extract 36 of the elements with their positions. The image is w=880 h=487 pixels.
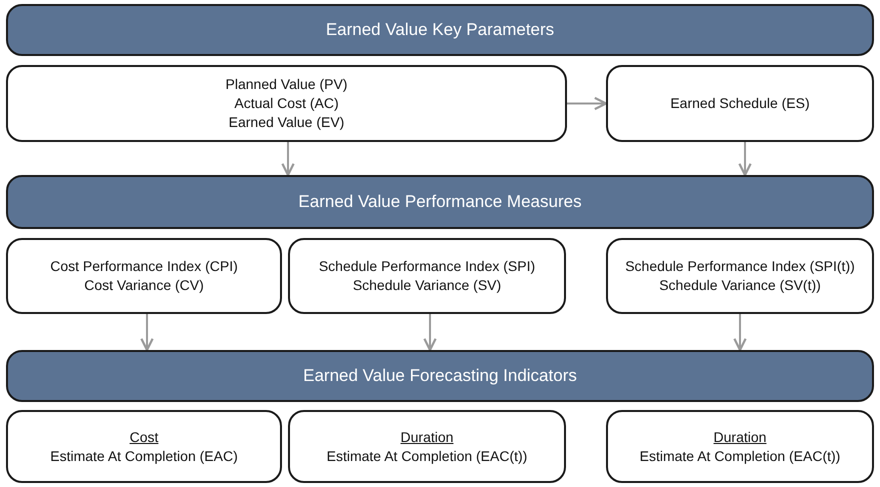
arrow xyxy=(140,314,154,352)
parameter-box xyxy=(606,65,874,142)
arrow xyxy=(567,96,608,110)
section-title: Earned Value Key Parameters xyxy=(326,19,554,42)
box-text: Estimate At Completion (EAC(t)) xyxy=(326,446,528,466)
arrow xyxy=(738,142,752,176)
parameter-box xyxy=(6,238,282,314)
parameter-box xyxy=(6,410,282,483)
box-text: Schedule Performance Index (SPI(t)) xyxy=(625,257,855,276)
section-header-band xyxy=(6,350,874,402)
box-text: Actual Cost (AC) xyxy=(234,94,339,113)
box-heading: Duration xyxy=(714,428,766,446)
parameter-box xyxy=(606,410,874,483)
box-heading: Cost xyxy=(130,428,158,446)
box-text: Cost Performance Index (CPI) xyxy=(50,257,238,276)
section-title: Earned Value Forecasting Indicators xyxy=(303,365,577,388)
arrow xyxy=(281,142,295,176)
box-heading: Duration xyxy=(400,428,454,446)
box-text: Schedule Variance (SV(t)) xyxy=(659,276,821,295)
box-text: Cost Variance (CV) xyxy=(84,276,204,295)
box-text: Estimate At Completion (EAC) xyxy=(50,446,238,466)
box-text: Schedule Variance (SV) xyxy=(352,276,502,295)
box-text: Earned Schedule (ES) xyxy=(670,94,810,113)
arrow xyxy=(733,314,747,352)
parameter-box xyxy=(288,410,566,483)
section-title: Earned Value Performance Measures xyxy=(298,191,582,214)
parameter-box xyxy=(6,65,567,142)
arrow xyxy=(423,314,437,352)
box-text: Schedule Performance Index (SPI) xyxy=(318,257,536,276)
box-text: Estimate At Completion (EAC(t)) xyxy=(640,446,840,466)
box-text: Planned Value (PV) xyxy=(226,75,348,94)
box-text: Earned Value (EV) xyxy=(228,113,344,132)
parameter-box xyxy=(288,238,566,314)
section-header-band xyxy=(6,4,874,56)
parameter-box xyxy=(606,238,874,314)
section-header-band xyxy=(6,175,874,229)
